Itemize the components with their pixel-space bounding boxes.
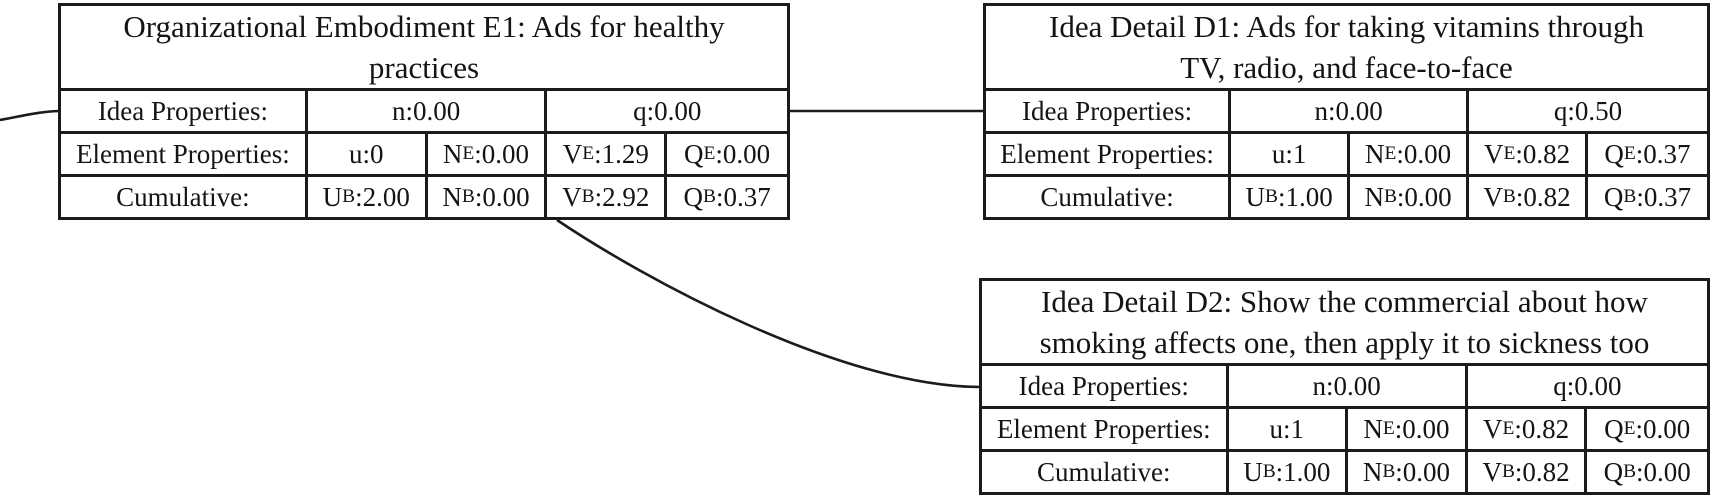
cell-n: n:0.00 [308, 91, 548, 131]
node-d1: Idea Detail D1: Ads for taking vitamins … [983, 3, 1710, 220]
connector-left-edge-to-e1 [0, 109, 62, 122]
row-label: Element Properties: [61, 134, 308, 174]
row-label: Cumulative: [61, 177, 308, 217]
node-e1-title-line2: practices [368, 50, 480, 85]
cell-u: u:1 [1229, 409, 1349, 449]
row-label: Idea Properties: [986, 91, 1232, 131]
node-d2: Idea Detail D2: Show the commercial abou… [979, 278, 1710, 495]
node-d2-title-line2: smoking affects one, then apply it to si… [1039, 325, 1650, 360]
cell-n: n:0.00 [1231, 91, 1470, 131]
row-label: Cumulative: [986, 177, 1232, 217]
row-label: Idea Properties: [61, 91, 308, 131]
node-d2-title-line1: Idea Detail D2: Show the commercial abou… [1041, 284, 1648, 319]
node-e1: Organizational Embodiment E1: Ads for he… [58, 3, 790, 220]
idea-properties-row: Idea Properties: n:0.00 q:0.00 [982, 366, 1707, 409]
node-e1-title: Organizational Embodiment E1: Ads for he… [61, 6, 787, 91]
cell-n: n:0.00 [1229, 366, 1468, 406]
cell-q: q:0.00 [1553, 370, 1622, 401]
row-label: Element Properties: [986, 134, 1232, 174]
cell-q: q:0.00 [633, 95, 702, 126]
idea-properties-row: Idea Properties: n:0.00 q:0.50 [986, 91, 1707, 134]
row-label: Idea Properties: [982, 366, 1229, 406]
idea-properties-row: Idea Properties: n:0.00 q:0.00 [61, 91, 787, 134]
cell-q: q:0.50 [1553, 95, 1623, 126]
node-d1-title: Idea Detail D1: Ads for taking vitamins … [986, 6, 1707, 91]
row-label: Element Properties: [982, 409, 1229, 449]
connector-e1-to-d2 [556, 218, 982, 389]
cell-u: u:0 [308, 134, 428, 174]
node-d2-title: Idea Detail D2: Show the commercial abou… [982, 281, 1707, 366]
row-label: Cumulative: [982, 452, 1229, 492]
cell-u: u:1 [1231, 134, 1351, 174]
node-d1-title-line2: TV, radio, and face-to-face [1180, 50, 1513, 85]
node-d1-title-line1: Idea Detail D1: Ads for taking vitamins … [1049, 9, 1644, 44]
node-e1-title-line1: Organizational Embodiment E1: Ads for he… [123, 9, 725, 44]
